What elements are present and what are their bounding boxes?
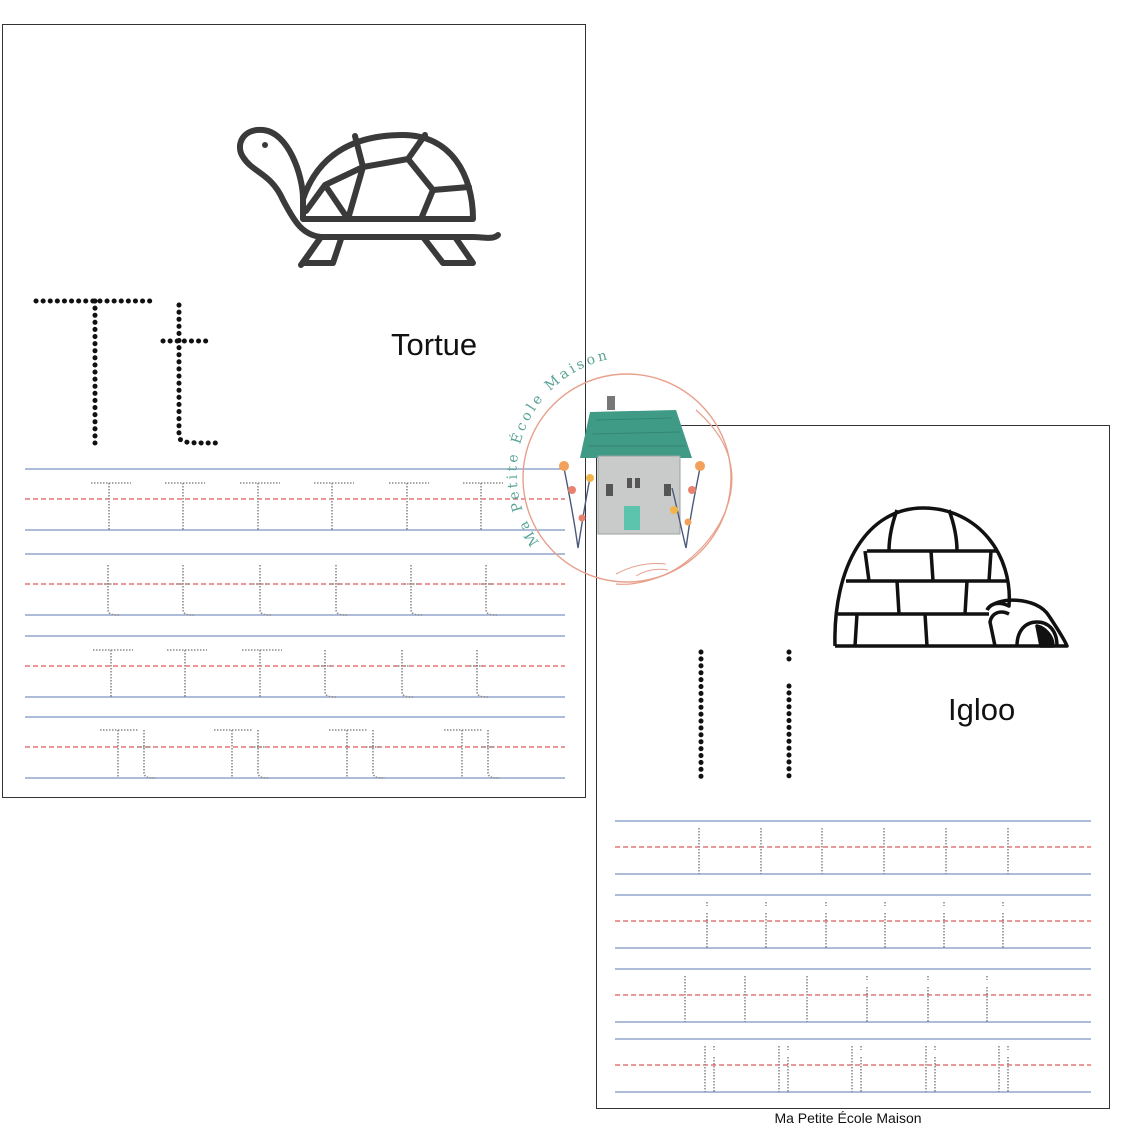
house-icon [580,396,692,535]
worksheet-letter-i: Igloo [596,425,1110,1109]
logo-ring [522,373,732,583]
worksheet-t-drawing [25,126,565,779]
igloo-icon [833,506,1069,648]
flower-decoration-icon [559,461,705,549]
traced-letters-i [684,828,1009,1092]
footer-text: Ma Petite École Maison [774,1110,922,1126]
writing-guide-lines [615,820,1091,1093]
word-label-tortue: Tortue [391,327,478,362]
logo-branch [615,409,733,585]
writing-guide-lines [25,468,565,779]
word-label-igloo: Igloo [948,692,1016,727]
footer-credit: Ma Petite École Maison [0,1110,1140,1126]
worksheet-i-drawing [615,506,1091,1093]
traced-letters-t [91,482,503,779]
worksheet-letter-t: Tortue [2,24,586,798]
dotted-letter-ii [698,649,792,783]
ma-petite-ecole-maison-logo: Ma Petite École Maison [505,347,733,585]
turtle-icon [236,126,501,268]
dotted-letter-tt [33,298,220,446]
